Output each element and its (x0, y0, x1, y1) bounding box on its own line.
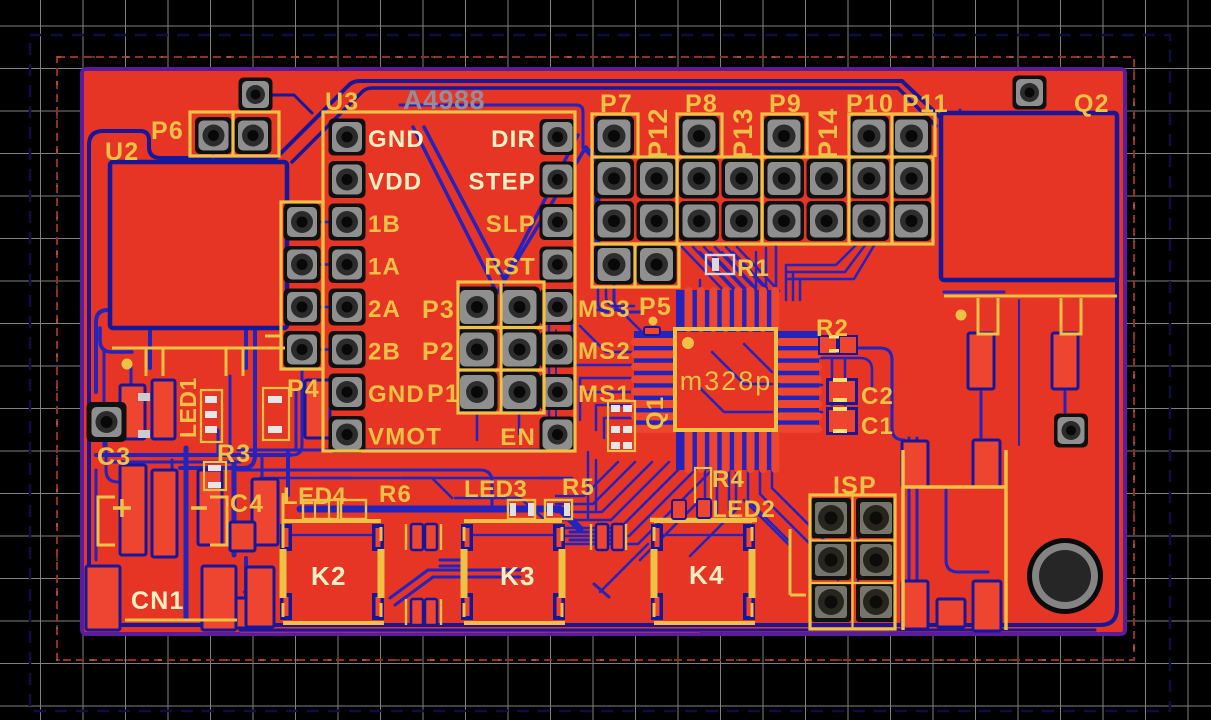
svg-text:K2: K2 (311, 561, 347, 591)
svg-text:P10: P10 (846, 90, 894, 118)
svg-text:R6: R6 (379, 481, 412, 508)
svg-text:GND: GND (368, 381, 425, 408)
svg-text:GND: GND (368, 126, 425, 153)
svg-text:CN1: CN1 (131, 587, 185, 615)
svg-text:VDD: VDD (368, 169, 422, 196)
svg-text:P8: P8 (685, 90, 718, 118)
svg-text:m328p: m328p (680, 366, 773, 396)
svg-text:A4988: A4988 (403, 85, 485, 115)
svg-text:U2: U2 (105, 138, 139, 166)
svg-text:MS2: MS2 (578, 338, 631, 365)
svg-text:C1: C1 (861, 413, 894, 440)
svg-text:2B: 2B (368, 339, 401, 366)
svg-text:R4: R4 (712, 466, 745, 493)
svg-text:LED1: LED1 (175, 377, 201, 438)
svg-text:P3: P3 (422, 296, 455, 324)
svg-text:P11: P11 (902, 90, 949, 118)
svg-text:Q2: Q2 (1074, 90, 1110, 118)
svg-text:LED2: LED2 (712, 496, 775, 523)
svg-text:STEP: STEP (469, 169, 536, 196)
svg-text:C3: C3 (97, 443, 131, 471)
svg-text:ISP: ISP (833, 472, 877, 500)
svg-text:C4: C4 (230, 490, 264, 518)
svg-text:RST: RST (484, 254, 536, 281)
svg-text:P13: P13 (728, 107, 758, 159)
svg-text:U3: U3 (325, 88, 359, 116)
svg-text:MS1: MS1 (578, 381, 631, 408)
svg-text:P12: P12 (643, 107, 673, 159)
svg-text:1A: 1A (368, 254, 401, 281)
svg-text:R2: R2 (816, 315, 849, 342)
svg-text:P7: P7 (600, 90, 633, 118)
svg-text:K4: K4 (689, 560, 725, 590)
svg-text:P9: P9 (769, 90, 802, 118)
svg-text:LED4: LED4 (283, 483, 347, 510)
svg-text:K3: K3 (500, 561, 536, 591)
svg-text:P2: P2 (422, 338, 455, 366)
svg-text:R3: R3 (217, 440, 251, 468)
svg-text:R1: R1 (737, 255, 770, 282)
svg-text:Q1: Q1 (642, 396, 669, 430)
svg-text:P6: P6 (151, 117, 184, 145)
svg-text:1B: 1B (368, 211, 401, 238)
svg-text:C2: C2 (861, 383, 894, 410)
svg-text:P4: P4 (287, 375, 320, 403)
svg-text:P1: P1 (427, 380, 460, 408)
svg-text:R5: R5 (562, 474, 595, 501)
svg-text:P5: P5 (639, 293, 672, 321)
svg-text:LED3: LED3 (464, 476, 527, 503)
svg-text:2A: 2A (368, 296, 401, 323)
svg-text:EN: EN (500, 424, 536, 451)
svg-text:VMOT: VMOT (368, 424, 442, 451)
svg-text:P14: P14 (813, 107, 843, 159)
svg-text:SLP: SLP (486, 211, 536, 238)
svg-text:DIR: DIR (491, 126, 536, 153)
svg-text:MS3: MS3 (578, 296, 631, 323)
